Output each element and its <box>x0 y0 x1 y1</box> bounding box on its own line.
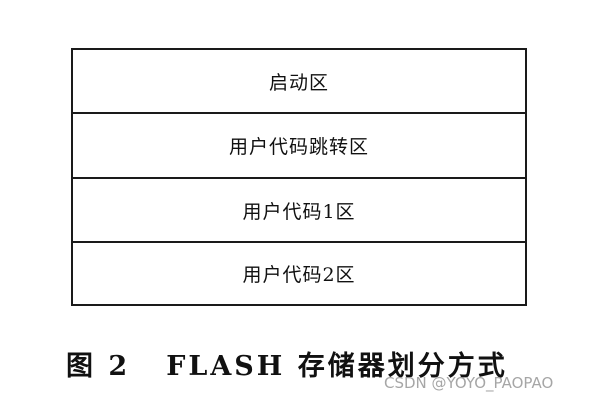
figure-caption: 图 2 FLASH 存储器划分方式 <box>66 344 508 383</box>
partition-label: 用户代码2区 <box>242 264 356 286</box>
partition-boot: 启动区 <box>71 48 527 114</box>
flash-memory-diagram: 启动区 用户代码跳转区 用户代码1区 用户代码2区 <box>71 48 527 306</box>
watermark: CSDN @YOYO_PAOPAO <box>384 374 554 392</box>
figure-title: FLASH 存储器划分方式 <box>166 351 508 382</box>
partition-user-code-2: 用户代码2区 <box>71 241 527 306</box>
partition-label: 用户代码跳转区 <box>228 136 369 158</box>
partition-user-code-1: 用户代码1区 <box>71 177 527 243</box>
partition-label: 启动区 <box>268 71 329 94</box>
partition-label: 用户代码1区 <box>242 200 356 223</box>
partition-user-jump: 用户代码跳转区 <box>71 112 527 179</box>
figure-number: 图 2 <box>66 351 131 382</box>
